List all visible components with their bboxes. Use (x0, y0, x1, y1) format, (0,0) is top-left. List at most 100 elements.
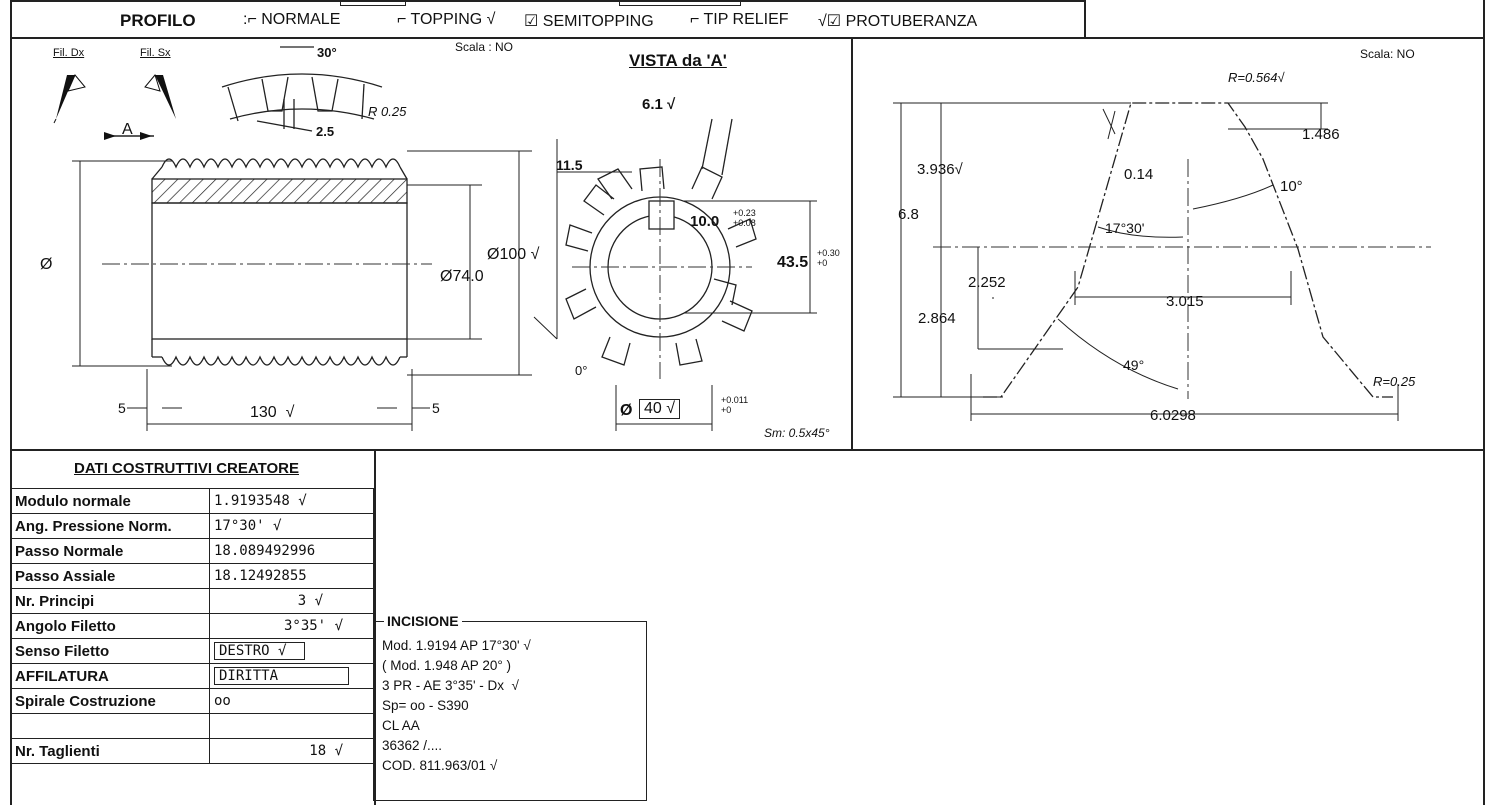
header-box-1 (340, 0, 406, 6)
check-mark-icon: √ (666, 400, 676, 417)
check-mark-icon: √ (818, 13, 827, 30)
checkbox-normale[interactable]: :⌐ (243, 11, 262, 28)
dim-dia-100: Ø100 √ (487, 246, 540, 263)
incisione-line: CL AA (382, 718, 420, 733)
option-topping[interactable]: ⌐ TOPPING √ (397, 11, 496, 28)
dim-angle-10: 10° (1280, 178, 1303, 195)
dim-bore: 40 √ (639, 399, 681, 419)
dim-len-5-left: 5 (118, 400, 126, 416)
check-mark-icon: √ (486, 11, 496, 28)
dim-2-252: 2.252 (968, 274, 1006, 291)
dim-angle-0: 0° (575, 363, 588, 378)
fil-sx-arrow-icon (144, 73, 176, 119)
dim-43-5: 43.5 (777, 254, 809, 271)
dim-r-top: R=0.564√ (1228, 70, 1285, 85)
checkbox-topping[interactable]: ⌐ (397, 11, 411, 28)
check-mark-icon: √ (334, 743, 343, 759)
frame-mid-border (10, 449, 1485, 451)
tooth-profile-drawing (893, 102, 1431, 421)
check-mark-icon: √ (667, 96, 676, 113)
incisione-box: INCISIONE Mod. 1.9194 AP 17°30' √ ( Mod.… (373, 613, 647, 801)
dim-len-130: 130 √ (250, 404, 295, 421)
dim-dia-74: Ø74.0 (440, 268, 484, 285)
profilo-label: PROFILO (120, 11, 196, 30)
check-mark-icon: √ (530, 246, 540, 263)
incisione-line: COD. 811.963/01 √ (382, 758, 498, 773)
tol-10: +0.23+0.08 (733, 208, 756, 228)
incisione-line: 3 PR - AE 3°35' - Dx √ (382, 678, 519, 693)
bore-symbol: Ø (620, 402, 633, 419)
check-mark-icon: √ (278, 643, 287, 659)
table-row (10, 713, 374, 739)
check-mark-icon: √ (523, 638, 531, 653)
check-mark-icon: √ (489, 758, 498, 773)
dim-dia-left: Ø (40, 256, 53, 273)
dim-2-864: 2.864 (918, 310, 956, 327)
incisione-line: Mod. 1.9194 AP 17°30' √ (382, 638, 531, 653)
fil-dx-arrow-icon (53, 74, 86, 124)
dim-angle-30: 30° (317, 45, 337, 60)
data-table-title: DATI COSTRUTTIVI CREATORE (74, 460, 299, 477)
check-mark-icon: √ (285, 404, 295, 421)
check-mark-icon: √ (298, 493, 307, 509)
fil-dx-label: Fil. Dx (53, 47, 85, 59)
option-tip-relief[interactable]: ⌐ TIP RELIEF (690, 11, 789, 28)
tol-43-5: +0.30+0 (817, 248, 840, 268)
arrow-a-label: A (122, 121, 133, 138)
dim-pitch: 2.5 (316, 124, 335, 139)
tooth-detail (221, 46, 383, 132)
table-right-border (374, 449, 376, 805)
dim-3-936: 3.936√ (917, 161, 963, 178)
dim-3-015: 3.015 (1166, 293, 1204, 310)
check-mark-icon: √ (314, 593, 323, 609)
check-mark-icon: √ (334, 618, 343, 634)
dim-radius: R 0.25 (368, 104, 407, 119)
hob-drawing (53, 46, 817, 431)
frame-divider (851, 37, 853, 449)
option-semitopping[interactable]: ☑ SEMITOPPING (524, 13, 654, 30)
gear-front-view (565, 118, 757, 366)
check-mark-icon: √ (511, 678, 519, 693)
check-mark-icon: √ (954, 161, 963, 178)
dim-r-bottom: R=0.25 (1373, 374, 1416, 389)
tol-bore: +0.011+0 (721, 395, 749, 415)
tooth-profile (983, 102, 1393, 398)
dim-10: 10.0 (690, 213, 720, 230)
fil-sx-label: Fil. Sx (140, 47, 171, 59)
option-normale[interactable]: :⌐ NORMALE (243, 11, 341, 28)
table-row: Ang. Pressione Norm.17°30' √ (10, 513, 374, 539)
left-scale-label: Scala : NO (455, 40, 514, 54)
checkbox-protuberanza-checked[interactable]: ☑ (826, 13, 846, 30)
incisione-line: ( Mod. 1.948 AP 20° ) (382, 658, 511, 673)
hob-body (151, 158, 408, 366)
dim-6-0298: 6.0298 (1150, 407, 1196, 424)
header-box-2 (619, 0, 741, 6)
incisione-line: 36362 /.... (382, 738, 443, 753)
option-protuberanza[interactable]: √☑ PROTUBERANZA (818, 13, 978, 30)
right-scale-label: Scala: NO (1360, 47, 1415, 61)
incisione-title: INCISIONE (384, 613, 462, 629)
checkbox-semitopping-checked[interactable]: ☑ (524, 13, 543, 30)
dim-0-14: 0.14 (1124, 166, 1154, 183)
dim-6-8: 6.8 (898, 206, 919, 223)
dim-1-486: 1.486 (1302, 126, 1340, 143)
chamfer-label: Sm: 0.5x45° (764, 426, 830, 440)
checkbox-tip-relief[interactable]: ⌐ (690, 11, 704, 28)
dim-6-1: 6.1 √ (642, 96, 676, 113)
dim-angle-17-30: 17°30' (1105, 220, 1145, 236)
frame-top-border (10, 37, 1485, 39)
incisione-line: Sp= oo - S390 (382, 698, 469, 713)
check-mark-icon: √ (273, 518, 282, 534)
dim-angle-49: 49° (1123, 357, 1145, 373)
frame-left-border (10, 37, 12, 805)
